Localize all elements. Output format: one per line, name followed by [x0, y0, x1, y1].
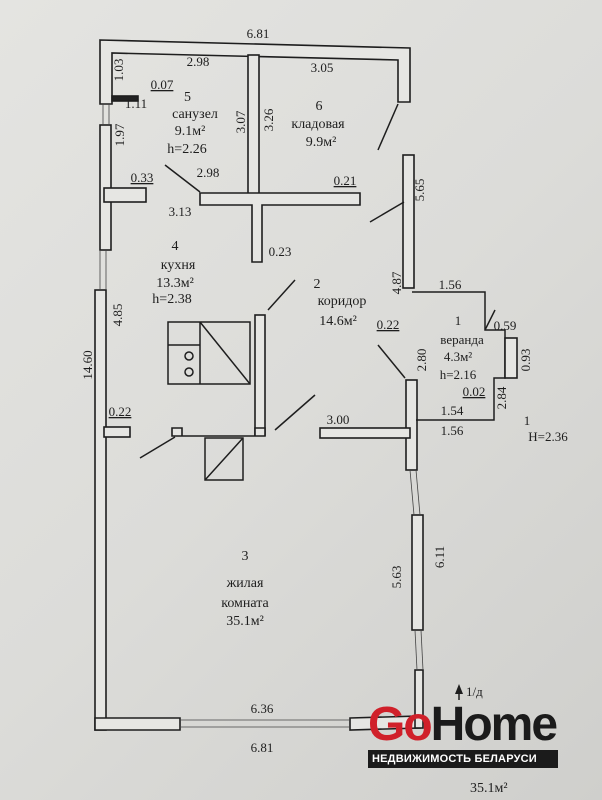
dim: 4.87 [389, 271, 404, 294]
right-wall-corner [414, 669, 424, 729]
dim: 3.26 [261, 108, 276, 131]
kitchen-stub-wall [103, 187, 147, 203]
logo-tagline: НЕДВИЖИМОСТЬ БЕЛАРУСИ [368, 750, 558, 768]
dim: 3.05 [311, 60, 334, 75]
room-1-name: веранда [440, 332, 484, 347]
room-1-number: 1 [455, 313, 462, 328]
dim: 1.11 [125, 96, 147, 111]
door-swings [139, 103, 496, 700]
dim: 0.23 [269, 244, 292, 259]
dim: 6.81 [251, 740, 274, 755]
veranda-outline [412, 291, 518, 421]
room-3-name-2: комната [221, 596, 269, 611]
room-5-area: 9.1м² [175, 124, 206, 139]
porch-number: 1 [524, 413, 531, 428]
bottom-wall-left [94, 717, 181, 731]
room-labels: 5 санузел 9.1м² h=2.26 6 кладовая 9.9м² … [152, 90, 568, 796]
top-outer-wall [99, 39, 411, 105]
bath-partition [111, 95, 139, 102]
room-3-number: 3 [242, 549, 249, 564]
dim: 5.65 [412, 179, 427, 202]
room-6-area: 9.9м² [306, 135, 337, 150]
porch-height: H=2.36 [528, 429, 568, 444]
dim: 0.07 [151, 77, 174, 92]
dim: 4.85 [110, 304, 125, 327]
bath-storage-wall [247, 54, 260, 196]
dim: 1.56 [441, 423, 464, 438]
dim: 3.07 [233, 110, 248, 133]
dim: 1.03 [111, 59, 126, 82]
room-5-height: h=2.26 [167, 142, 206, 157]
room-1-area: 4.3м² [444, 349, 472, 364]
room-6-number: 6 [316, 99, 323, 114]
room-4-name: кухня [161, 258, 196, 273]
dim: 14.60 [80, 350, 95, 379]
kitchen-corridor-wall [254, 314, 266, 436]
logo-brand-home: Home [430, 698, 558, 751]
room-5-name: санузел [172, 107, 218, 122]
dim: 0.21 [334, 173, 357, 188]
right-wall-lower [411, 514, 424, 631]
walls [94, 39, 424, 731]
dim: 5.63 [389, 566, 404, 589]
left-wall-lower [94, 289, 107, 731]
room-3-name: жилая [226, 576, 264, 591]
living-corridor-wall [319, 427, 411, 439]
entrance-arrow-icon [455, 684, 463, 694]
dim: 2.80 [414, 349, 429, 372]
entrance-mark: 1/д [466, 684, 483, 699]
room-1-height: h=2.16 [440, 367, 477, 382]
dim: 0.93 [518, 349, 533, 372]
dim: 6.11 [432, 546, 447, 568]
room-4-height: h=2.38 [152, 292, 191, 307]
dim: 0.02 [463, 384, 486, 399]
dim: 0.22 [109, 404, 132, 419]
dim: 1.56 [439, 277, 462, 292]
right-wall-upper [402, 154, 415, 289]
central-wall [199, 192, 361, 263]
dim: 6.36 [251, 701, 274, 716]
living-kitchen-wall [171, 427, 266, 437]
dim: 1.97 [112, 123, 127, 146]
room-2-area: 14.6м² [319, 314, 357, 329]
dim: 2.84 [494, 386, 509, 409]
dim: 1.54 [441, 403, 464, 418]
dim: 6.81 [247, 26, 270, 41]
dim: 3.00 [327, 412, 350, 427]
dim: 0.22 [377, 317, 400, 332]
room-6-name: кладовая [291, 117, 345, 132]
room-2-name: коридор [318, 294, 367, 309]
logo-brand-go: Go [368, 698, 433, 751]
dim: 3.13 [169, 204, 192, 219]
room-4-area: 13.3м² [156, 276, 194, 291]
dim: 0.59 [494, 318, 517, 333]
living-stub-wall [103, 426, 131, 438]
dim: 2.98 [187, 54, 210, 69]
stove [167, 321, 251, 481]
room-3-area: 35.1м² [226, 614, 264, 629]
dim: 2.98 [197, 165, 220, 180]
gohome-logo: GoHome НЕДВИЖИМОСТЬ БЕЛАРУСИ [368, 700, 558, 768]
footer-area: 35.1м² [470, 781, 508, 796]
right-wall-mid [405, 379, 418, 471]
dim: 0.33 [131, 170, 154, 185]
room-4-number: 4 [172, 239, 179, 254]
room-2-number: 2 [314, 277, 321, 292]
dimension-labels: 6.81 2.98 3.05 1.03 0.07 1.11 3.07 3.26 … [80, 26, 533, 755]
room-5-number: 5 [184, 90, 191, 105]
